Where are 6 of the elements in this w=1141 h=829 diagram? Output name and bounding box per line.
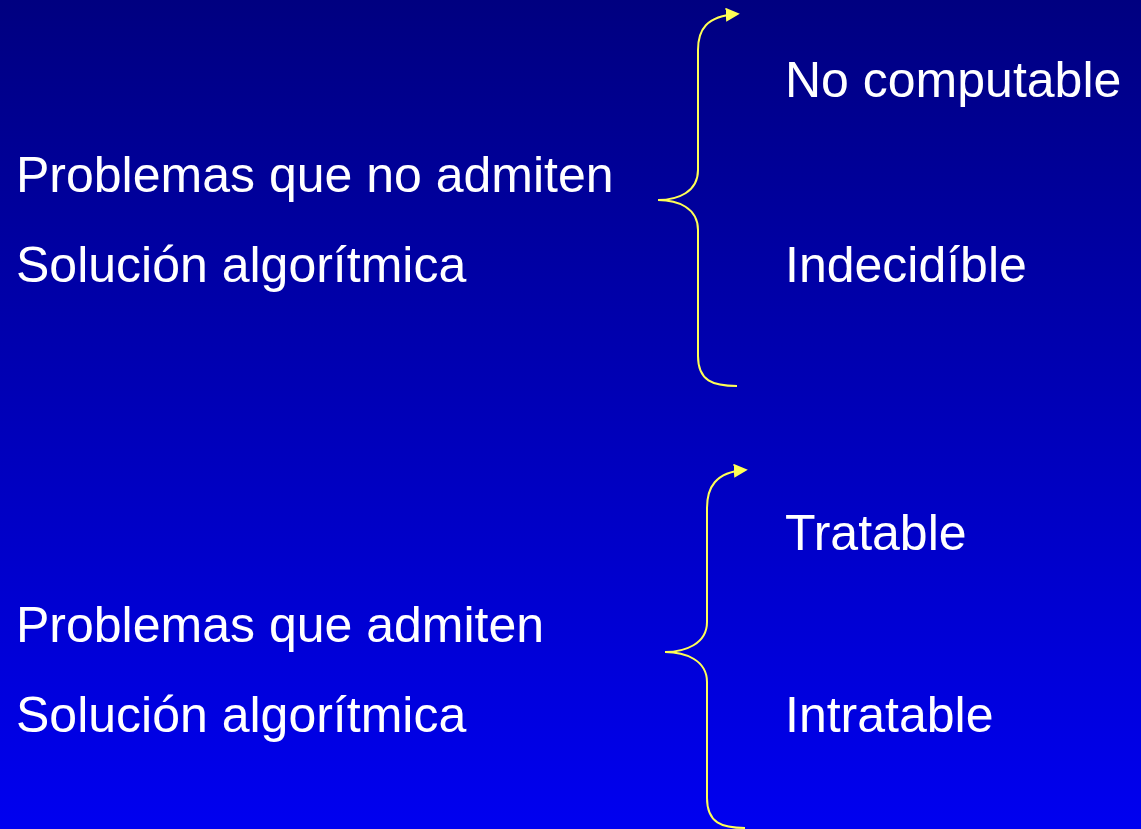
category-label: Problemas que admiten Solución algorítmica [16, 596, 546, 745]
category-label: Problemas que no admiten Solución algorítmica [16, 146, 615, 295]
subcategory-label: No computable [785, 51, 1123, 110]
subcategory-label: Indecidíble [785, 236, 1028, 295]
subcategory-label: Tratable [785, 504, 968, 563]
subcategory-label: Intratable [785, 686, 995, 745]
